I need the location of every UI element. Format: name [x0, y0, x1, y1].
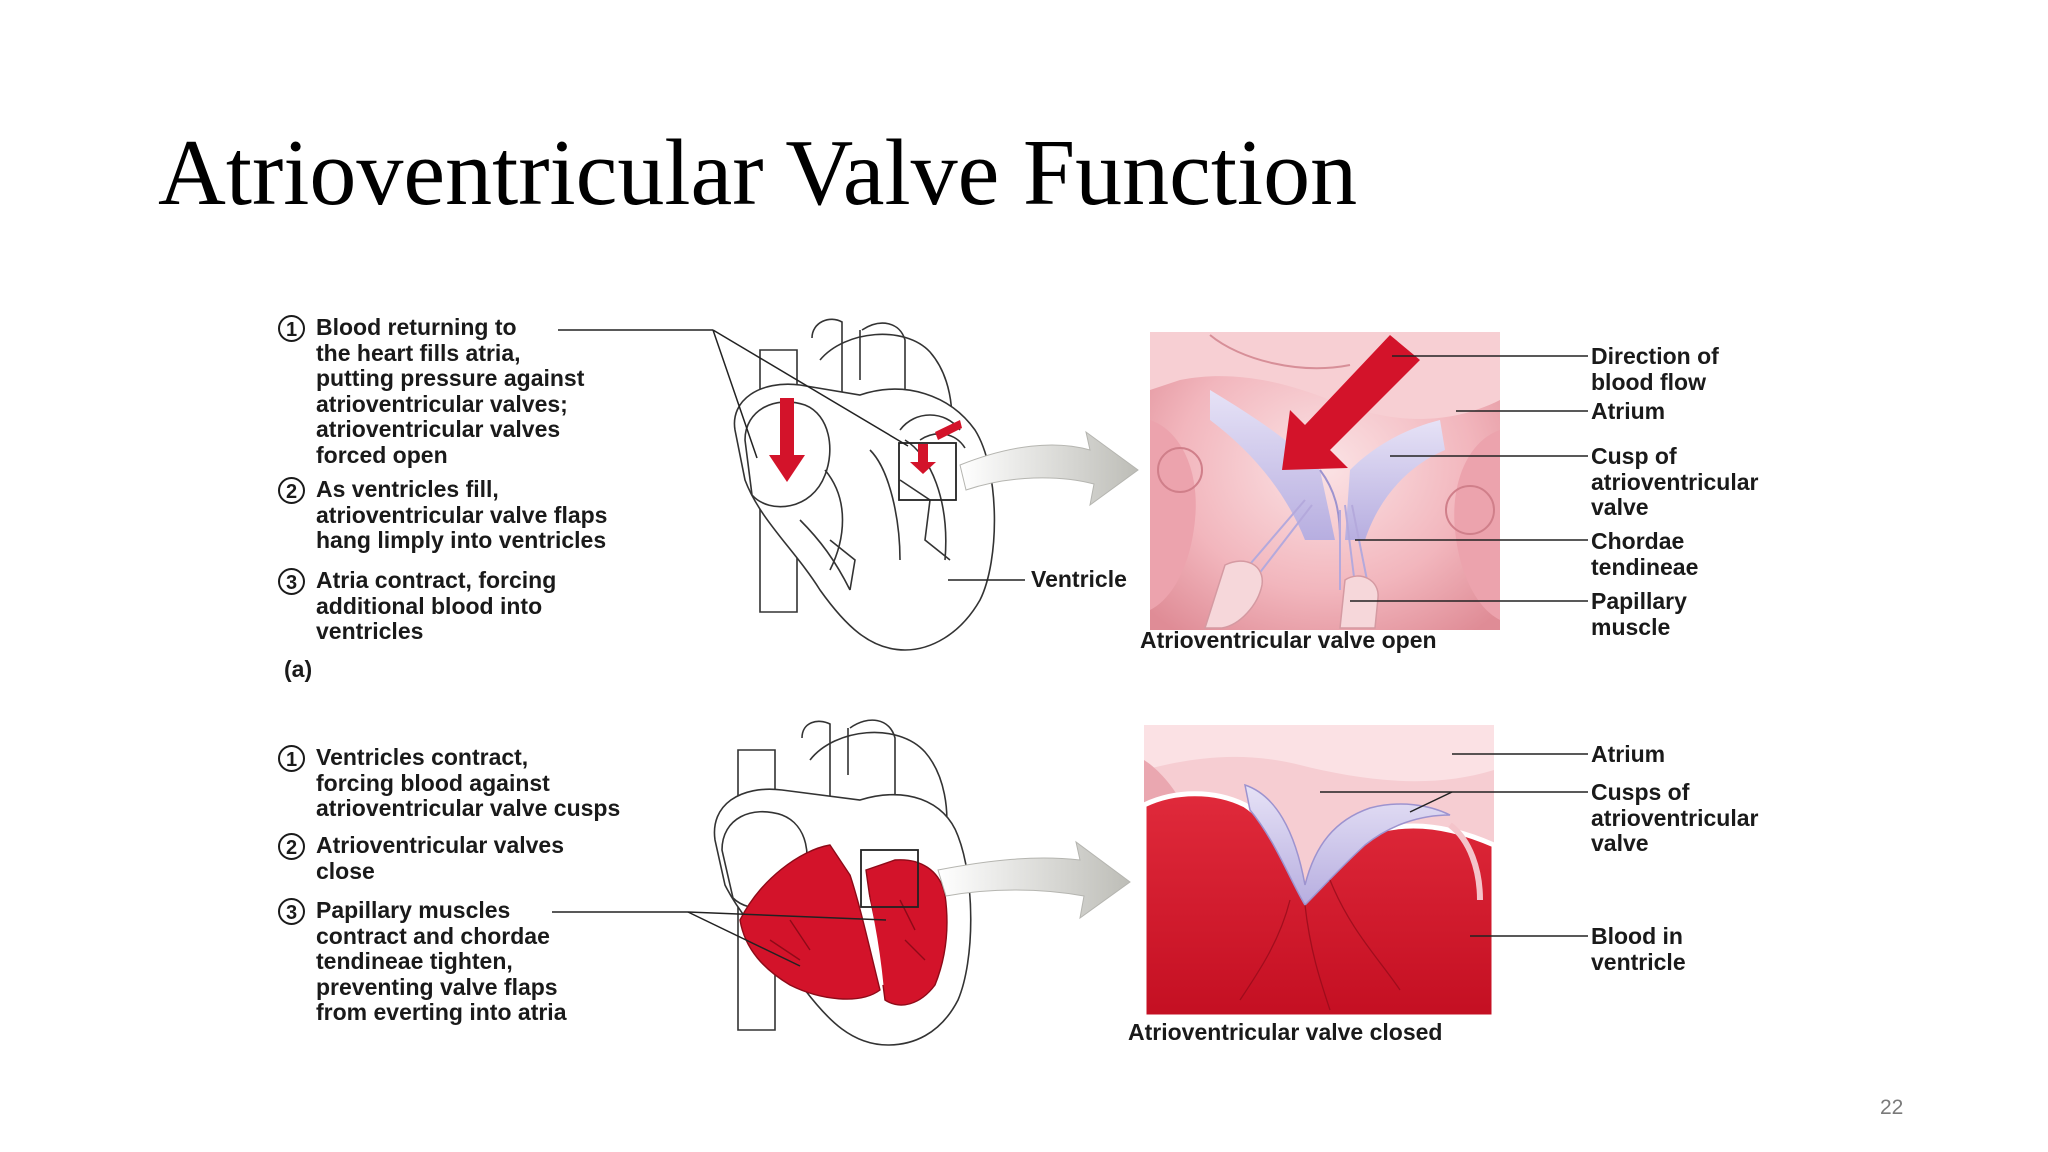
- step-text: As ventricles fill, atrioventricular val…: [316, 476, 608, 553]
- step-number-badge: 1: [278, 315, 305, 342]
- step-number-badge: 3: [278, 898, 305, 925]
- blood-flow-arrows-a: [769, 398, 962, 482]
- leader-lines-b: [552, 911, 887, 967]
- enlarge-arrow-b: [937, 840, 1131, 920]
- leader-lines-closeup-a: [1350, 355, 1588, 602]
- closeup-a-caption: Atrioventricular valve open: [1140, 627, 1437, 653]
- ventricle-label: Ventricle: [1031, 566, 1127, 592]
- panel-a-step-3: 3 Atria contract, forcing additional blo…: [278, 567, 557, 645]
- step-text: Atria contract, forcing additional blood…: [316, 567, 557, 644]
- cusp-label-a: Cusp of atrioventricular valve: [1591, 443, 1759, 520]
- direction-of-blood-flow-label: Direction of blood flow: [1591, 343, 1719, 395]
- panel-b-step-1: 1 Ventricles contract, forcing blood aga…: [278, 744, 621, 822]
- heart-a-callout-box: [898, 442, 957, 501]
- panel-a-step-2: 2 As ventricles fill, atrioventricular v…: [278, 476, 608, 554]
- atrium-label-a: Atrium: [1591, 398, 1666, 424]
- step-number-badge: 3: [278, 568, 305, 595]
- enlarge-arrow-a: [959, 430, 1139, 507]
- closeup-b-caption: Atrioventricular valve closed: [1128, 1019, 1443, 1045]
- ventricles-b: [739, 844, 948, 1006]
- panel-a-label: (a): [284, 656, 313, 682]
- papillary-muscle-label: Papillary muscle: [1591, 588, 1687, 640]
- slide-title: Atrioventricular Valve Function: [158, 121, 1358, 225]
- step-number-badge: 1: [278, 745, 305, 772]
- step-number-badge: 2: [278, 833, 305, 860]
- leader-lines-a: [558, 329, 1025, 581]
- chordae-tendineae-label: Chordae tendineae: [1591, 528, 1699, 580]
- closeup-b-illustration: [1141, 725, 1497, 1020]
- heart-a-illustration: [733, 318, 996, 651]
- panel-a-step-1: 1 Blood returning to the heart fills atr…: [278, 314, 585, 468]
- atrium-label-b: Atrium: [1591, 741, 1666, 767]
- page-number: 22: [1880, 1096, 1904, 1119]
- step-text: Blood returning to the heart fills atria…: [316, 314, 585, 468]
- panel-b-step-2: 2 Atrioventricular valves close: [278, 832, 565, 884]
- blood-in-ventricle-label: Blood in ventricle: [1591, 923, 1686, 975]
- leader-lines-closeup-b: [1320, 753, 1588, 937]
- step-text: Atrioventricular valves close: [316, 832, 565, 884]
- heart-b-callout-box: [860, 849, 919, 908]
- step-number-badge: 2: [278, 477, 305, 504]
- step-text: Ventricles contract, forcing blood again…: [316, 744, 621, 821]
- panel-b-step-3: 3 Papillary muscles contract and chordae…: [278, 897, 567, 1026]
- step-text: Papillary muscles contract and chordae t…: [316, 897, 567, 1025]
- cusps-label-b: Cusps of atrioventricular valve: [1591, 779, 1759, 856]
- closeup-a-illustration: [1150, 332, 1500, 630]
